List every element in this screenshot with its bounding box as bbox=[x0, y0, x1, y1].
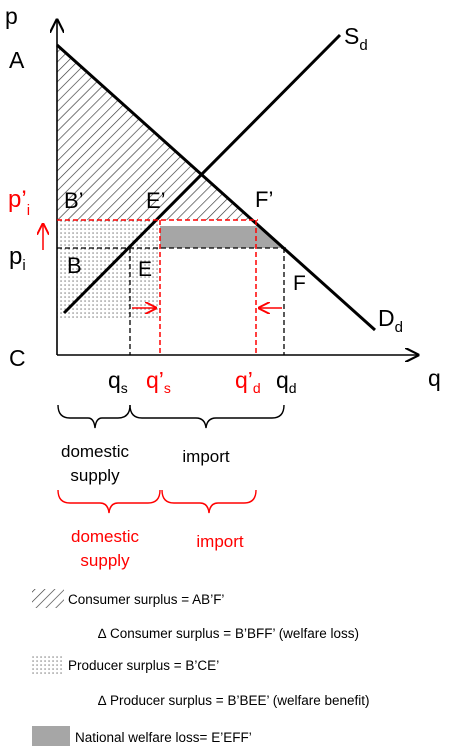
brace-black-import bbox=[129, 404, 285, 429]
point-f-prime-label: F’ bbox=[255, 187, 273, 212]
price-label-p-prime: p’i bbox=[8, 186, 30, 219]
point-b-prime-label: B’ bbox=[64, 188, 84, 213]
label-black-domestic-2: supply bbox=[70, 466, 120, 485]
brace-red-import bbox=[161, 489, 257, 514]
quantity-label-qd: qd bbox=[276, 367, 297, 396]
legend-national-welfare-loss: National welfare loss= E’EFF’ bbox=[75, 730, 252, 745]
legend-swatch-welfare-loss bbox=[32, 726, 70, 746]
price-label-p: pi bbox=[9, 243, 26, 274]
point-a-label: A bbox=[9, 47, 25, 73]
legend-swatch-producer-surplus bbox=[32, 655, 64, 674]
quantity-label-qs: qs bbox=[108, 367, 128, 396]
label-black-import: import bbox=[182, 447, 230, 466]
brace-black-domestic bbox=[57, 404, 131, 429]
legend-delta-consumer-surplus: ∆ Consumer surplus = B’BFF’ (welfare los… bbox=[98, 626, 359, 641]
quantity-label-qd-prime: q’d bbox=[235, 367, 261, 396]
legend-producer-surplus: Producer surplus = B’CE’ bbox=[68, 658, 219, 673]
legend-delta-producer-surplus: ∆ Producer surplus = B’BEE’ (welfare ben… bbox=[98, 693, 370, 708]
label-red-domestic-2: supply bbox=[80, 551, 130, 570]
y-axis-label: p bbox=[5, 3, 18, 29]
label-black-domestic-1: domestic bbox=[61, 442, 130, 461]
brace-red-domestic bbox=[57, 489, 161, 514]
point-e-prime-label: E’ bbox=[146, 188, 166, 213]
legend-swatch-consumer-surplus bbox=[32, 589, 64, 608]
demand-curve bbox=[55, 43, 377, 332]
quantity-label-qs-prime: q’s bbox=[146, 367, 171, 396]
label-red-domestic-1: domestic bbox=[71, 527, 140, 546]
demand-curve-label: Dd bbox=[378, 305, 403, 336]
label-red-import: import bbox=[196, 532, 244, 551]
point-b-label: B bbox=[67, 253, 82, 278]
welfare-loss-area bbox=[160, 226, 284, 248]
point-e-label: E bbox=[138, 258, 152, 281]
point-f-label: F bbox=[293, 272, 306, 295]
point-c-label: C bbox=[9, 345, 26, 371]
x-axis-label: q bbox=[428, 365, 441, 391]
supply-curve-label: Sd bbox=[344, 23, 368, 54]
legend-consumer-surplus: Consumer surplus = AB’F’ bbox=[68, 592, 224, 607]
